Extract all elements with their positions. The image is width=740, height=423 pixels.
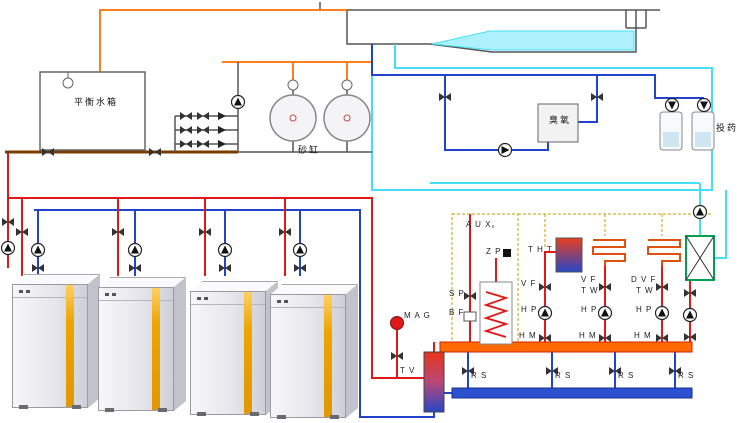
control-indicator-icon <box>112 293 116 296</box>
boiler-side-face <box>346 284 358 418</box>
branch3-hp-label: H P <box>636 305 653 314</box>
rs1-label: R S <box>471 371 488 380</box>
boiler-foot <box>250 412 259 416</box>
control-indicator-icon <box>105 293 109 296</box>
zp-label: Z P <box>486 247 502 256</box>
branch2-tw-label: T W <box>581 286 599 295</box>
mag-label: M A G <box>404 311 431 320</box>
boiler-foot <box>158 408 167 412</box>
sand-filter-label: 砂缸 <box>298 145 321 155</box>
rs4-label: R S <box>678 371 695 380</box>
mag-expansion-vessel <box>390 316 404 330</box>
aux-label: A U X。 <box>466 220 501 229</box>
tht-label: T H T <box>528 245 553 254</box>
boiler-unit-3 <box>190 281 278 416</box>
boiler-unit-2 <box>98 277 186 412</box>
branch3-dvf-label: D V F <box>631 275 657 284</box>
ozone-generator <box>537 103 579 143</box>
boiler-unit-4 <box>270 284 358 419</box>
boiler-top-face <box>12 274 100 285</box>
boiler-foot <box>197 412 206 416</box>
sand-filters <box>269 79 371 142</box>
tht-heat-exchanger <box>555 237 583 273</box>
boiler-front-panel <box>270 294 346 419</box>
boiler-foot <box>72 405 81 409</box>
boiler-foot <box>19 405 28 409</box>
branch2-hm-label: H M <box>579 331 597 340</box>
boiler-top-face <box>190 281 278 292</box>
dosing-tanks <box>659 111 715 151</box>
boiler-side-face <box>174 277 186 411</box>
balance-tank-label: 平衡水箱 <box>74 97 119 107</box>
branch2-vf-label: V F <box>581 275 597 284</box>
bf-label: B F <box>449 308 465 317</box>
multiport-valve-icon <box>287 79 299 91</box>
branch3-hm-label: H M <box>634 331 652 340</box>
heating-coil-icon <box>483 291 509 338</box>
boiler-foot <box>105 408 114 412</box>
float-valve-icon <box>62 77 74 89</box>
branch1-hm-label: H M <box>519 331 537 340</box>
dosing-label: 投药 <box>716 123 739 133</box>
flow-arrow-icons <box>218 112 226 148</box>
branch1-hp-label: H P <box>521 305 538 314</box>
panel-seam <box>99 300 173 301</box>
plate-heat-exchanger <box>685 235 715 281</box>
radiator-coils <box>592 239 681 266</box>
rs3-label: R S <box>618 371 635 380</box>
branch3-tw-label: T W <box>636 286 654 295</box>
ozone-label: 臭氧 <box>549 115 572 125</box>
supply-manifold <box>439 341 693 353</box>
boiler-stripe <box>152 288 160 410</box>
control-indicator-icon <box>277 300 281 303</box>
tv-buffer-tank <box>423 351 445 413</box>
panel-seam <box>271 307 345 308</box>
boiler-stripe <box>66 285 74 407</box>
control-indicator-icon <box>197 297 201 300</box>
multiport-valve-icon <box>341 79 353 91</box>
bf-device <box>463 311 477 322</box>
balance-tank <box>39 71 146 151</box>
pool-ladder <box>625 10 647 29</box>
boiler-top-face <box>270 284 358 295</box>
boiler-side-face <box>88 274 100 408</box>
boiler-foot <box>277 415 286 419</box>
control-indicator-icon <box>204 297 208 300</box>
tv-label: T V <box>400 366 416 375</box>
rs2-label: R S <box>555 371 572 380</box>
boiler-unit-1 <box>12 274 100 409</box>
panel-seam <box>191 304 265 305</box>
boiler-top-face <box>98 277 186 288</box>
control-indicator-icon <box>26 290 30 293</box>
swimming-pool <box>319 2 660 53</box>
boiler-front-panel <box>190 291 266 416</box>
control-indicator-icon <box>284 300 288 303</box>
branch1-vf-label: V F <box>521 279 537 288</box>
control-indicator-icon <box>19 290 23 293</box>
branch2-hp-label: H P <box>581 305 598 314</box>
aux-coil-tank <box>479 281 513 345</box>
sp-label: S P <box>449 289 465 298</box>
pipes-orange <box>99 9 372 80</box>
pool-water <box>431 30 635 51</box>
boiler-front-panel <box>12 284 88 409</box>
panel-seam <box>13 297 87 298</box>
boiler-front-panel <box>98 287 174 412</box>
boiler-foot <box>330 415 339 419</box>
boiler-stripe <box>244 292 252 414</box>
zp-pump-icon <box>503 249 511 257</box>
boiler-stripe <box>324 295 332 417</box>
return-manifold <box>451 387 693 399</box>
